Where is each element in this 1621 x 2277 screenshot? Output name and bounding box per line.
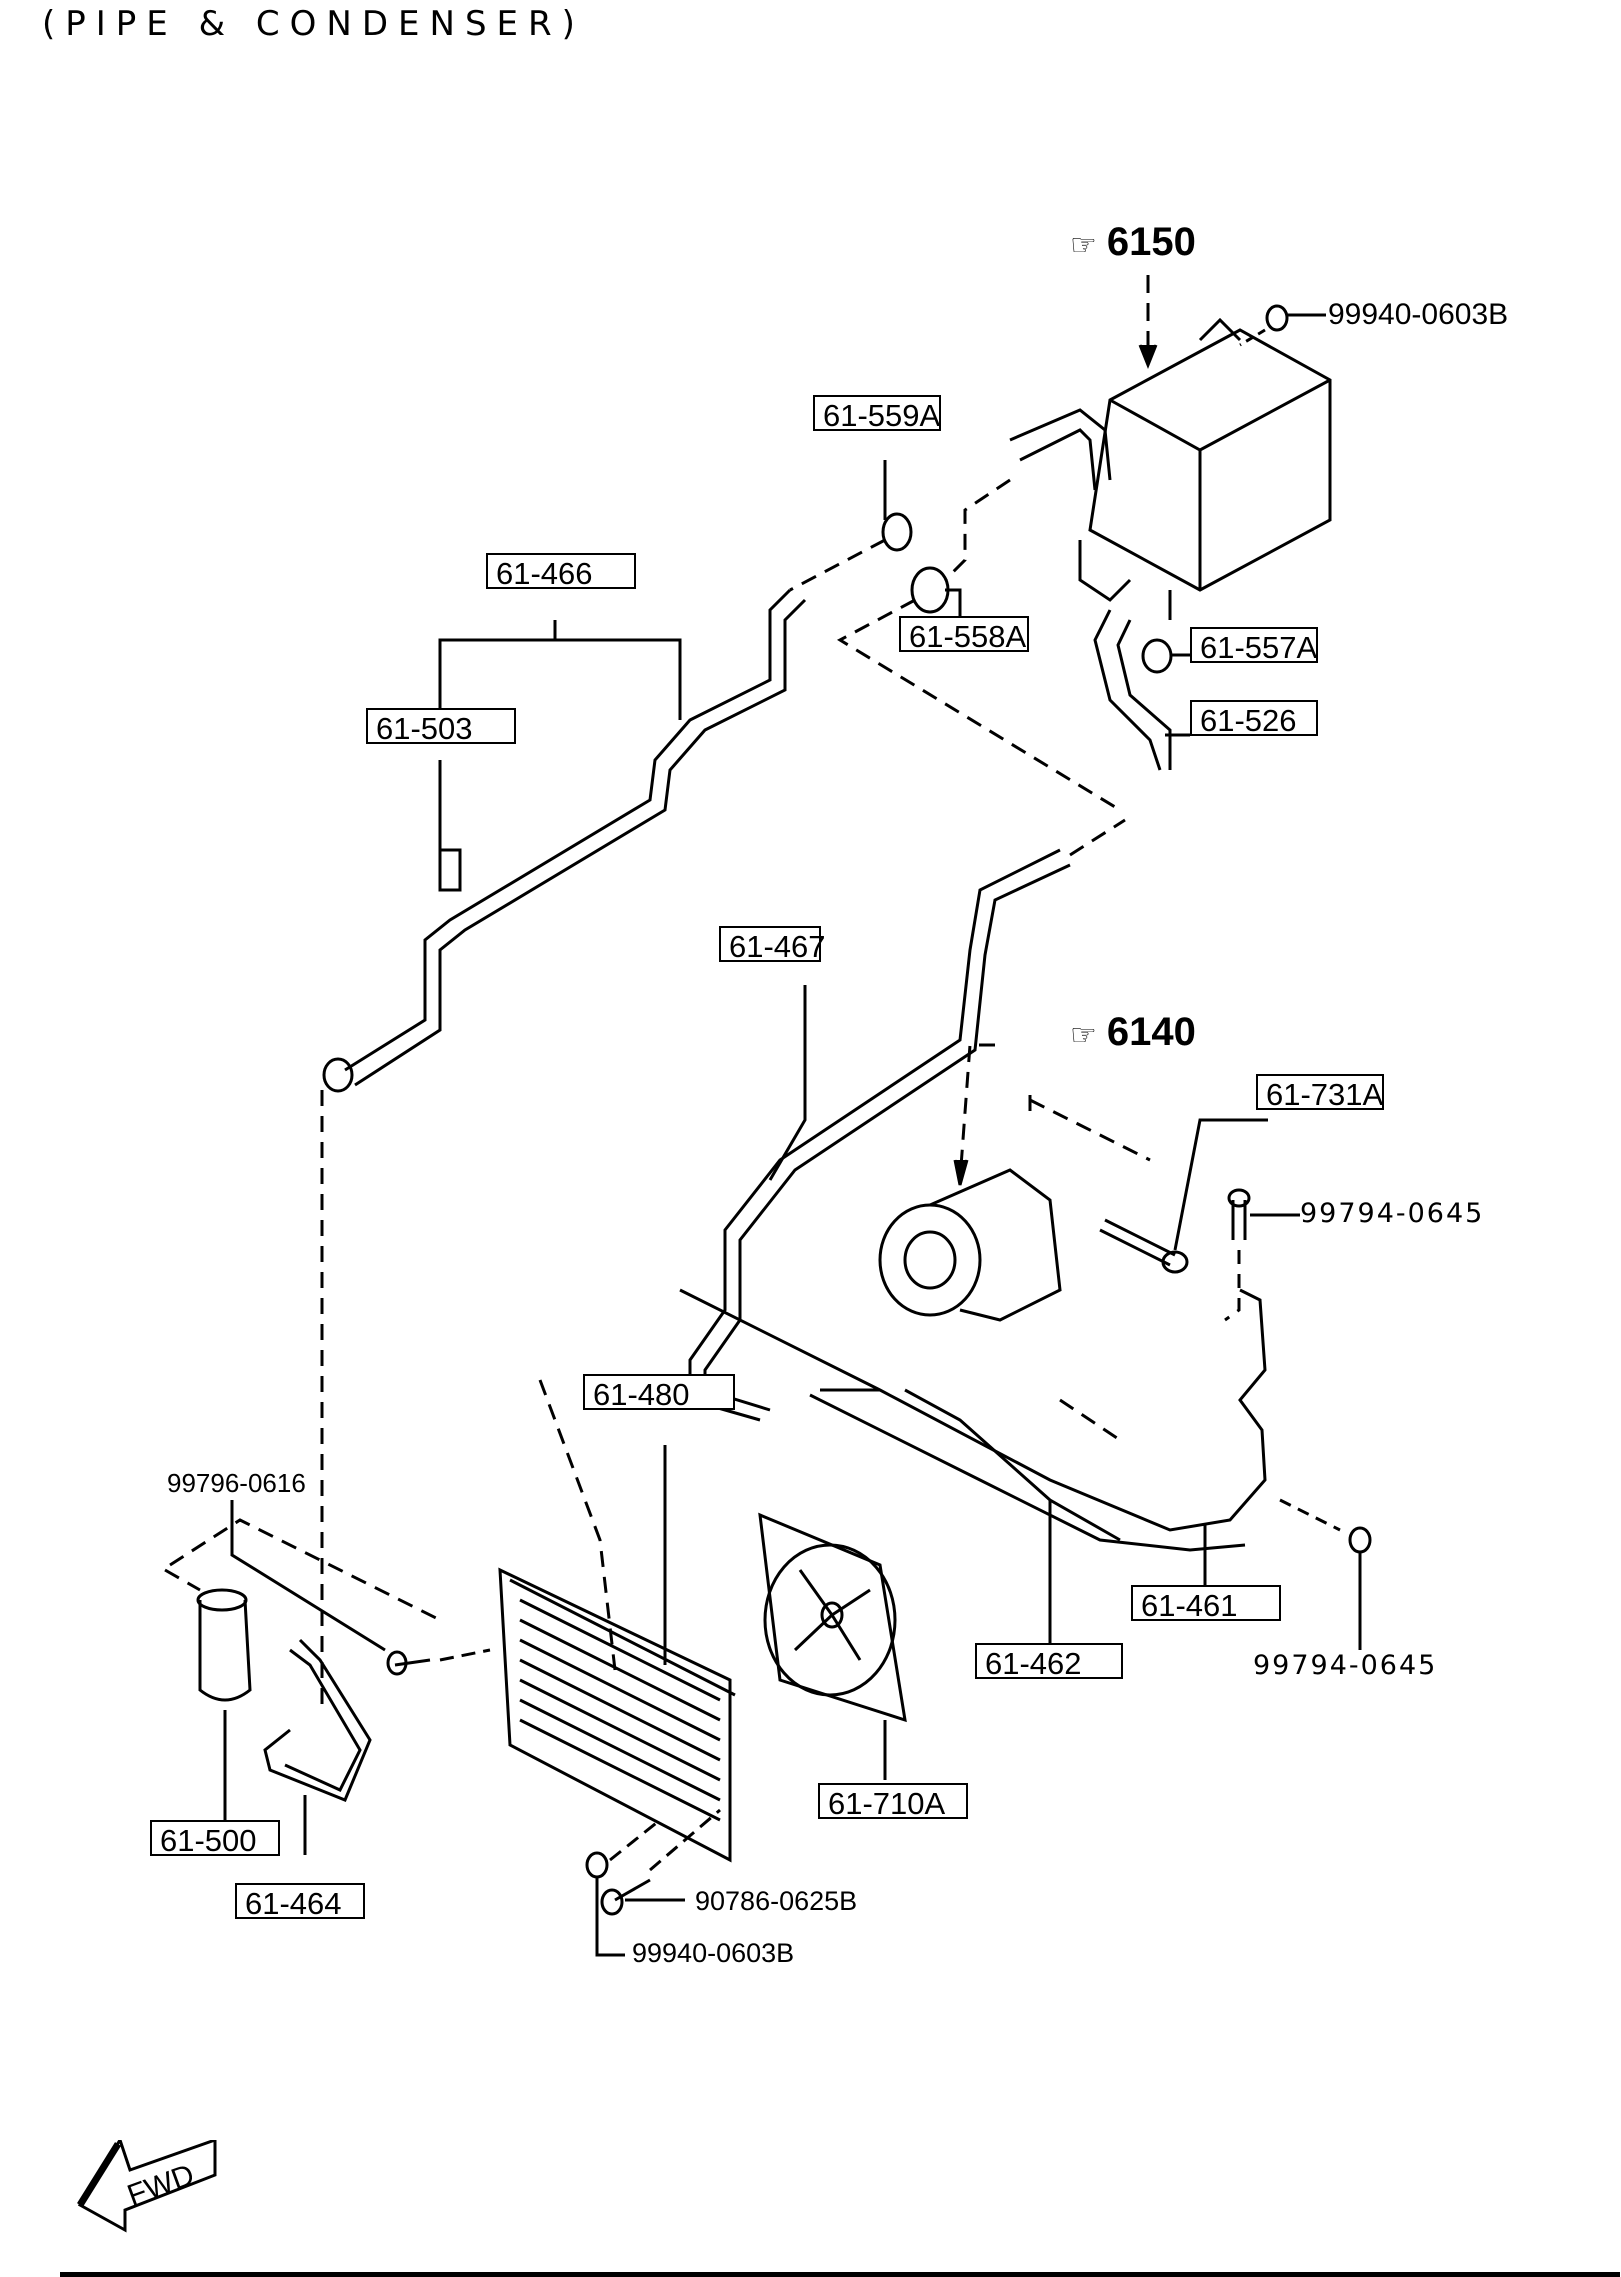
- part-label-61-710A[interactable]: 61-710A: [818, 1783, 968, 1819]
- pointing-hand-icon: ☞: [1070, 1019, 1097, 1052]
- part-label-99794-0645-lower[interactable]: 99794-0645: [1253, 1650, 1438, 1681]
- part-label-99796-0616[interactable]: 99796-0616: [167, 1468, 306, 1498]
- part-label-90786-0625B[interactable]: 90786-0625B: [695, 1886, 858, 1916]
- seal-61-557A: [1141, 638, 1173, 674]
- ref-6140[interactable]: ☞6140: [1070, 1010, 1196, 1054]
- seal-61-559A: [881, 512, 913, 552]
- pipe-61-464: [263, 1638, 372, 1802]
- pointing-hand-icon: ☞: [1070, 229, 1097, 262]
- part-label-61-480[interactable]: 61-480: [583, 1374, 735, 1410]
- part-label-61-559A[interactable]: 61-559A: [813, 395, 941, 431]
- part-label-61-464[interactable]: 61-464: [235, 1883, 365, 1919]
- part-label-99940-0603B-top[interactable]: 99940-0603B: [1328, 298, 1509, 331]
- receiver-drier: [196, 1588, 252, 1702]
- part-label-61-467[interactable]: 61-467: [719, 926, 826, 962]
- part-label-61-557A[interactable]: 61-557A: [1190, 627, 1318, 663]
- nut-99940-0603B-bottom: [585, 1851, 609, 1879]
- bottom-rule: [60, 2272, 1620, 2277]
- hose-61-526: [1093, 609, 1172, 771]
- part-label-61-461[interactable]: 61-461: [1131, 1585, 1281, 1621]
- part-label-61-526[interactable]: 61-526: [1190, 700, 1318, 736]
- cooling-fan: [758, 1512, 907, 1723]
- diagram-title: (PIPE & CONDENSER): [42, 4, 585, 44]
- part-label-61-503[interactable]: 61-503: [366, 708, 516, 744]
- pressure-switch-61-503: [438, 848, 462, 892]
- hose-61-462: [820, 1388, 1121, 1542]
- bolt-99796-0616: [394, 1658, 431, 1667]
- part-label-61-731A[interactable]: 61-731A: [1256, 1074, 1384, 1110]
- bolt-99794-0645-upper: [1231, 1200, 1247, 1240]
- pipe-61-466: [344, 588, 792, 1072]
- seal-61-558A: [910, 566, 950, 614]
- ref-6150[interactable]: ☞6150: [1070, 220, 1196, 264]
- part-label-61-558A[interactable]: 61-558A: [899, 616, 1029, 652]
- compressor: [878, 1168, 1062, 1322]
- forward-direction-arrow-icon: FWD: [77, 2140, 217, 2233]
- bolt-61-731A: [1099, 1218, 1176, 1267]
- condenser: [498, 1567, 736, 1863]
- part-label-61-500[interactable]: 61-500: [150, 1820, 280, 1856]
- evaporator-unit: [1078, 317, 1332, 620]
- nut-top-right: [1239, 304, 1326, 347]
- part-label-61-466[interactable]: 61-466: [486, 553, 636, 589]
- part-label-99940-0603B-bottom[interactable]: 99940-0603B: [632, 1938, 795, 1968]
- part-label-99794-0645-upper[interactable]: 99794-0645: [1300, 1198, 1485, 1229]
- part-label-61-462[interactable]: 61-462: [975, 1643, 1123, 1679]
